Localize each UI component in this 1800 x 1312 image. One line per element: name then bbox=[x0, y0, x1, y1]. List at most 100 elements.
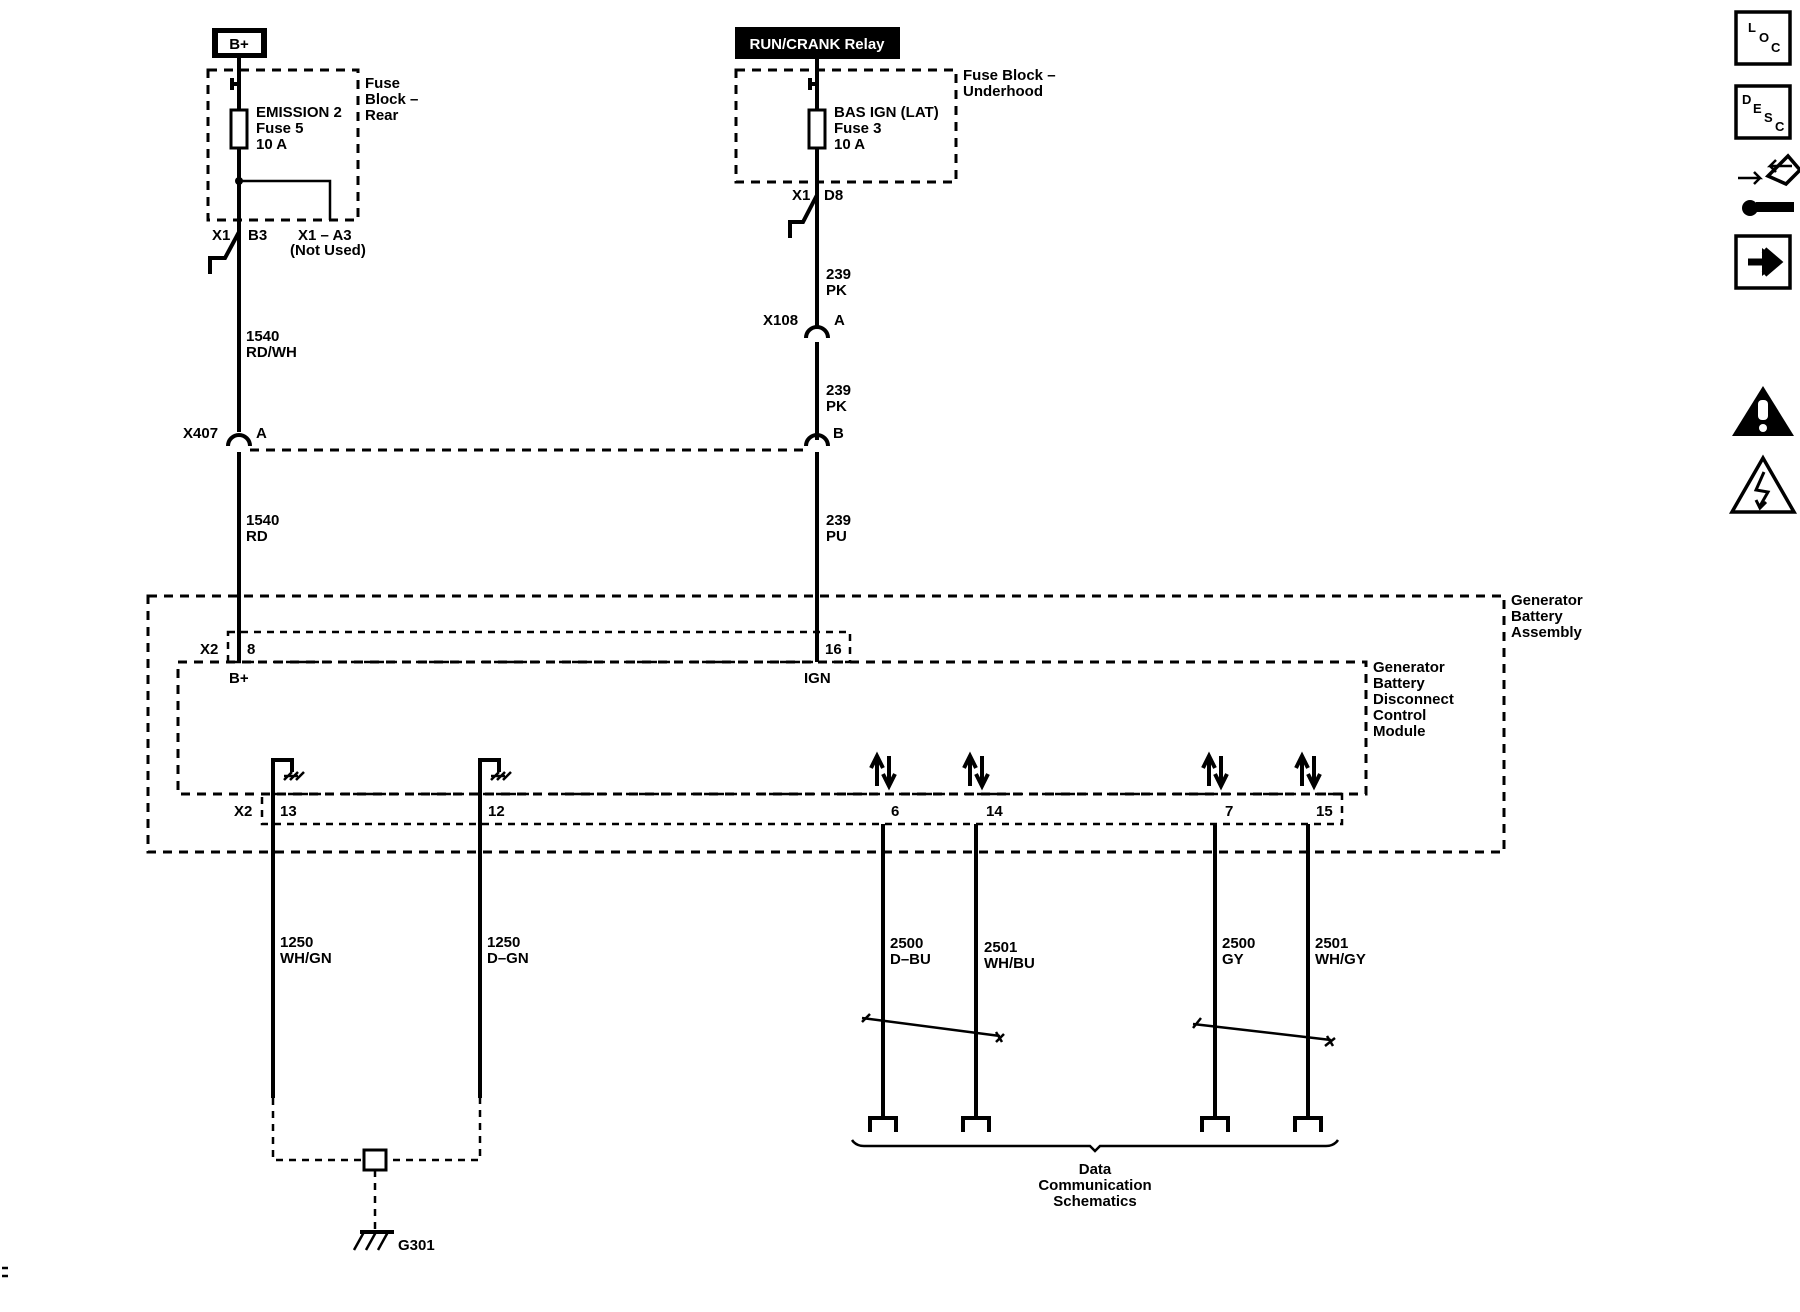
fuse-5-symbol bbox=[229, 108, 249, 150]
connector-x2-upper-label: X2 bbox=[200, 641, 218, 658]
assembly-label-2: Battery bbox=[1511, 608, 1563, 625]
connector-x407-pin-b: B bbox=[833, 425, 844, 442]
data-comm-bracket bbox=[850, 1139, 1340, 1153]
module-ground-symbol-13 bbox=[271, 758, 305, 860]
data-comm-label-1[interactable]: Data bbox=[1079, 1161, 1112, 1178]
generator-battery-disconnect-control-module bbox=[176, 660, 1368, 796]
electrostatic-discharge-icon[interactable] bbox=[1728, 454, 1798, 514]
arrow-right-icon[interactable] bbox=[1734, 234, 1792, 290]
run-crank-relay-source: RUN/CRANK Relay bbox=[735, 27, 900, 59]
pin-15: 15 bbox=[1316, 803, 1333, 820]
connector-end-view-icon[interactable] bbox=[1738, 153, 1800, 216]
wire-239-pu-color: PU bbox=[826, 528, 847, 545]
data-arrows-pin-6 bbox=[869, 751, 897, 791]
twisted-pair-marker-2 bbox=[1192, 1017, 1336, 1047]
connector-x1-right: X1 bbox=[792, 187, 810, 204]
module-label-1: Generator bbox=[1373, 659, 1445, 676]
fuse-block-rear-label-1: Fuse bbox=[365, 75, 400, 92]
connector-x2-lower-label: X2 bbox=[234, 803, 252, 820]
module-label-2: Battery bbox=[1373, 675, 1425, 692]
data-comm-label-2[interactable]: Communication bbox=[1038, 1177, 1151, 1194]
wire-239-pu-circuit: 239 bbox=[826, 512, 851, 529]
fuse-number-3: Fuse 3 bbox=[834, 120, 882, 137]
wire-2501-whgy-color: WH/GY bbox=[1315, 951, 1366, 968]
fuse-block-rear-label-3: Rear bbox=[365, 107, 399, 124]
data-arrows-pin-15 bbox=[1294, 751, 1322, 791]
connector-x1-a3: X1 – A3 bbox=[298, 227, 352, 244]
pin-d8: D8 bbox=[824, 187, 843, 204]
connector-x407: X407 A B bbox=[183, 425, 844, 452]
not-used-label: (Not Used) bbox=[290, 242, 366, 259]
fuse-number-5: Fuse 5 bbox=[256, 120, 304, 137]
pin-13: 13 bbox=[280, 803, 297, 820]
fuse-3-symbol bbox=[807, 108, 827, 150]
pin-14: 14 bbox=[986, 803, 1003, 820]
wire-239-pk-a-color: PK bbox=[826, 282, 847, 299]
connector-end-2500-gy bbox=[1200, 1116, 1230, 1132]
assembly-label-3: Assembly bbox=[1511, 624, 1583, 641]
wire-2500-gy-circuit: 2500 bbox=[1222, 935, 1255, 952]
wire-2500-dbu-color: D–BU bbox=[890, 951, 931, 968]
data-arrows-pin-14 bbox=[962, 751, 990, 791]
run-crank-relay-label: RUN/CRANK Relay bbox=[749, 36, 885, 53]
module-pin-ign: IGN bbox=[804, 670, 831, 687]
wire-2501-whgy-circuit: 2501 bbox=[1315, 935, 1348, 952]
location-icon[interactable]: L O C bbox=[1734, 10, 1792, 66]
pin-7: 7 bbox=[1225, 803, 1233, 820]
twisted-pair-marker-1 bbox=[861, 1013, 1005, 1043]
wire-239-pk-a-circuit: 239 bbox=[826, 266, 851, 283]
wire-1250-dgn-color: D–GN bbox=[487, 950, 529, 967]
loc-letter-3: C bbox=[1771, 40, 1781, 55]
pin-12: 12 bbox=[488, 803, 505, 820]
assembly-label-1: Generator bbox=[1511, 592, 1583, 609]
wire-1540-rd-color: RD bbox=[246, 528, 268, 545]
wire-1250-whgn-color: WH/GN bbox=[280, 950, 332, 967]
edge-mark bbox=[2, 1266, 8, 1278]
module-ground-symbol-12 bbox=[478, 758, 512, 860]
connector-x407-pin-a: A bbox=[256, 425, 267, 442]
connector-x108: X108 A bbox=[763, 312, 845, 440]
ground-splice-dashed bbox=[271, 1098, 482, 1162]
fuse-block-underhood-label-1: Fuse Block – bbox=[963, 67, 1056, 84]
module-pin-bplus: B+ bbox=[229, 670, 249, 687]
fuse-amp-underhood: 10 A bbox=[834, 136, 865, 153]
fuse-amp-rear: 10 A bbox=[256, 136, 287, 153]
pin-b3: B3 bbox=[248, 227, 267, 244]
caution-triangle-icon[interactable] bbox=[1732, 386, 1794, 436]
connector-end-2501-whgy bbox=[1293, 1116, 1323, 1132]
connector-x108-label: X108 bbox=[763, 312, 798, 329]
wire-239-pk-b-color: PK bbox=[826, 398, 847, 415]
description-icon[interactable]: D E S C bbox=[1734, 84, 1792, 140]
b-plus-source: B+ bbox=[212, 28, 267, 58]
connector-x407-label: X407 bbox=[183, 425, 218, 442]
fuse-block-rear: EMISSION 2 Fuse 5 10 A Fuse Block – Rear bbox=[206, 58, 418, 232]
wire-239-pk-b-circuit: 239 bbox=[826, 382, 851, 399]
data-comm-label-3[interactable]: Schematics bbox=[1053, 1193, 1136, 1210]
connector-end-2501-whbu bbox=[961, 1116, 991, 1132]
wire-2500-gy-color: GY bbox=[1222, 951, 1244, 968]
ground-g301-label: G301 bbox=[398, 1237, 435, 1254]
module-label-3: Disconnect bbox=[1373, 691, 1454, 708]
fuse-block-underhood: BAS IGN (LAT) Fuse 3 10 A Fuse Block – U… bbox=[734, 59, 1056, 200]
connector-x2-lower bbox=[260, 792, 1344, 826]
connector-end-2500-dbu bbox=[868, 1116, 898, 1132]
pin-16: 16 bbox=[825, 641, 842, 658]
connector-x108-pin: A bbox=[834, 312, 845, 329]
fuse-block-rear-label-2: Block – bbox=[365, 91, 418, 108]
wire-1250-whgn-circuit: 1250 bbox=[280, 934, 313, 951]
loc-letter-1: L bbox=[1748, 20, 1756, 35]
pin-6: 6 bbox=[891, 803, 899, 820]
generator-battery-assembly-outline bbox=[146, 594, 1506, 854]
wire-2501-whbu-color: WH/BU bbox=[984, 955, 1035, 972]
fuse-name-bas-ign: BAS IGN (LAT) bbox=[834, 104, 939, 121]
module-label-5: Module bbox=[1373, 723, 1426, 740]
desc-letter-1: D bbox=[1742, 92, 1751, 107]
module-label-4: Control bbox=[1373, 707, 1426, 724]
connector-x1-left: X1 bbox=[212, 227, 230, 244]
fuse-block-underhood-label-2: Underhood bbox=[963, 83, 1043, 100]
ground-g301-symbol bbox=[352, 1230, 394, 1251]
wire-1250-dgn-circuit: 1250 bbox=[487, 934, 520, 951]
pin-8: 8 bbox=[247, 641, 255, 658]
wire-2500-dbu-circuit: 2500 bbox=[890, 935, 923, 952]
